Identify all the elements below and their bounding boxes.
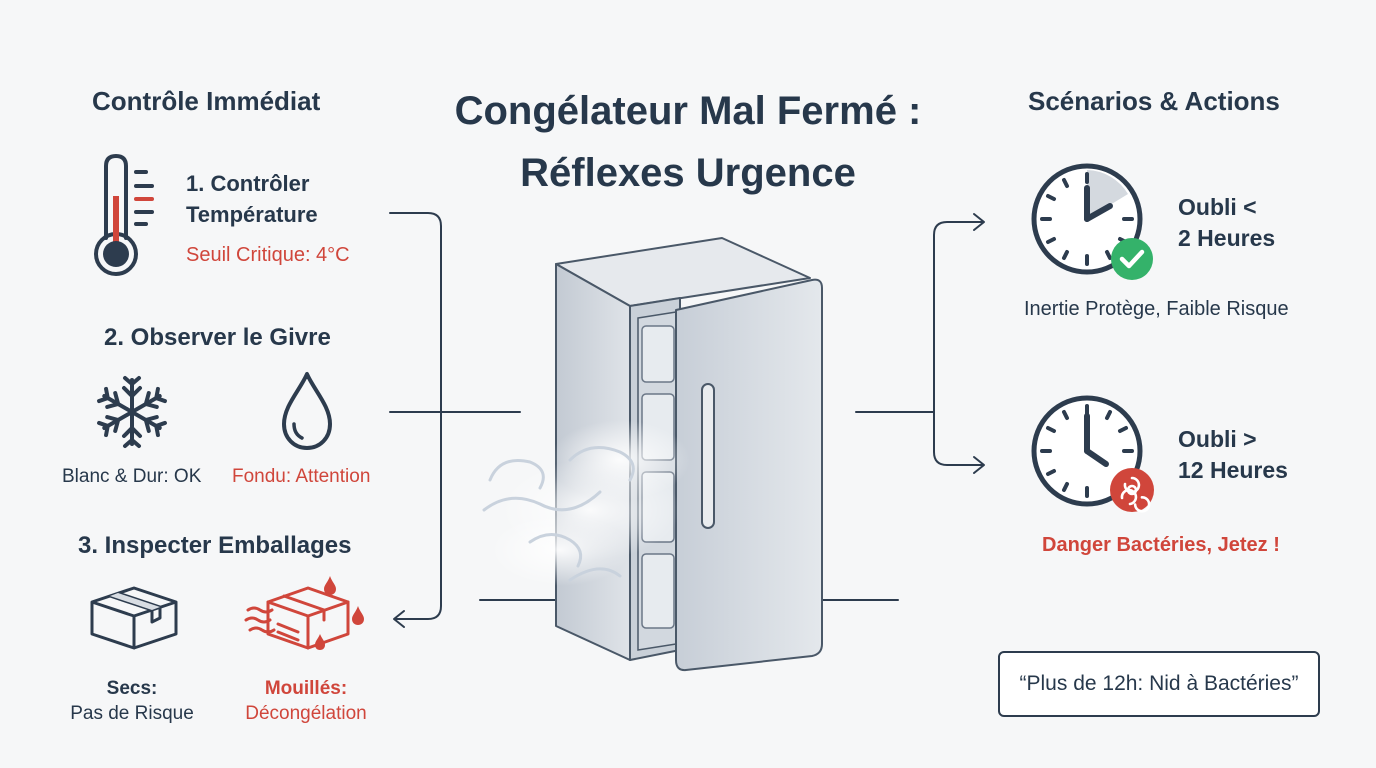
clock-short-icon xyxy=(1031,163,1153,280)
wet-package-icon xyxy=(244,576,364,650)
title-line-1: Congélateur Mal Fermé : xyxy=(454,89,922,133)
left-section-heading: Contrôle Immédiat xyxy=(92,86,321,116)
step-1-line-1: 1. Contrôler xyxy=(186,171,310,196)
step-1-line-2: Température xyxy=(186,202,318,227)
wet-line-2: Décongélation xyxy=(245,703,367,724)
scenario-2-line-2: 12 Heures xyxy=(1178,457,1288,483)
scenario-2-note: Danger Bactéries, Jetez ! xyxy=(1042,534,1280,556)
frost-ok-label: Blanc & Dur: OK xyxy=(62,466,202,487)
quote-text: “Plus de 12h: Nid à Bactéries” xyxy=(1019,672,1299,695)
snowflake-icon xyxy=(97,376,167,448)
water-drop-icon xyxy=(282,372,332,450)
scenario-1-line-1: Oubli < xyxy=(1178,194,1257,220)
clock-long-icon xyxy=(1031,395,1154,513)
dry-line-2: Pas de Risque xyxy=(70,703,194,724)
wet-package-label: Mouillés: Décongélation xyxy=(214,676,398,726)
wet-line-1: Mouillés: xyxy=(264,678,348,699)
scenario-2-label: Oubli > 12 Heures xyxy=(1178,424,1288,486)
title-line-2: Réflexes Urgence xyxy=(520,151,856,195)
scenario-2-line-1: Oubli > xyxy=(1178,426,1257,452)
right-section-heading: Scénarios & Actions xyxy=(1028,86,1280,116)
page-title: Congélateur Mal Fermé : Réflexes Urgence xyxy=(388,80,988,204)
step-2-heading: 2. Observer le Givre xyxy=(104,324,331,351)
thermometer-icon xyxy=(94,153,154,276)
frost-warning-label: Fondu: Attention xyxy=(232,466,371,487)
scenario-1-label: Oubli < 2 Heures xyxy=(1178,192,1275,254)
critical-threshold-text: Seuil Critique: 4°C xyxy=(186,244,350,266)
open-freezer-illustration xyxy=(482,237,823,672)
step-1-label: 1. Contrôler Température xyxy=(186,168,318,230)
dry-line-1: Secs: xyxy=(106,678,158,699)
dry-package-label: Secs: Pas de Risque xyxy=(40,676,224,726)
scenario-1-note: Inertie Protège, Faible Risque xyxy=(1024,298,1289,320)
dry-package-icon xyxy=(90,586,178,650)
quote-box: “Plus de 12h: Nid à Bactéries” xyxy=(998,651,1320,717)
scenario-1-line-2: 2 Heures xyxy=(1178,225,1276,251)
step-3-heading: 3. Inspecter Emballages xyxy=(78,532,352,559)
